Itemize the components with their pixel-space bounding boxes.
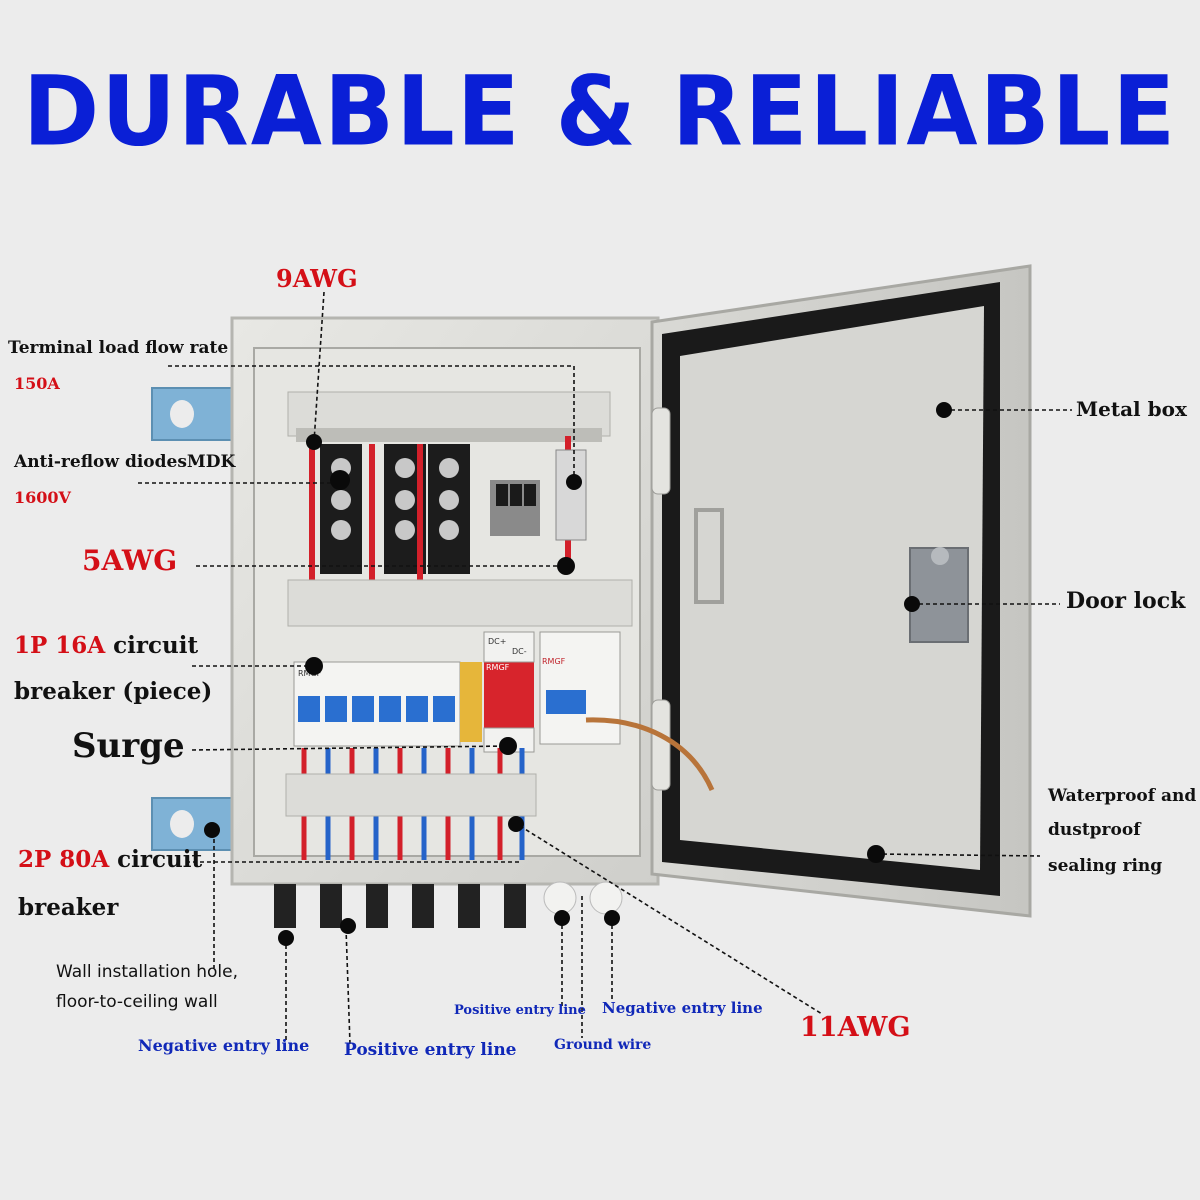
label-terminal-flow-value: 150A [14,374,60,393]
label-positive-entry-right: Positive entry line [454,1003,586,1018]
device-dc-plus: DC+ [488,637,506,646]
label-seal-1: Waterproof and [1048,786,1197,806]
label-2p-breaker-line2: breaker [18,894,119,921]
label-11awg: 11AWG [800,1012,911,1043]
callout-lines [138,291,1072,1045]
label-surge: Surge [72,726,185,766]
label-1p-breaker: 1P 16A circuit [14,632,198,659]
middle-rail-cover [287,579,633,627]
device-brand-3: RMGF [542,657,566,666]
label-2p-breaker-rating: 2P 80A [18,846,110,873]
label-diode-value: 1600V [14,488,71,507]
label-1p-breaker-text: circuit [105,632,199,659]
callout-dots [204,402,952,946]
label-negative-entry-right: Negative entry line [602,999,763,1017]
door-lock [909,547,969,643]
label-terminal-flow: Terminal load flow rate [8,338,229,358]
label-wall-hole-1: Wall installation hole, [56,962,239,982]
label-diode: Anti-reflow diodesMDK [14,452,236,472]
diode-modules [320,444,470,574]
label-5awg: 5AWG [82,544,178,577]
ground-braid [585,717,715,792]
mc4-connectors [274,884,526,928]
enclosure-door [650,264,1032,918]
device-dc-minus: DC- [512,647,527,656]
label-1p-breaker-line2: breaker (piece) [14,678,213,705]
mounting-bracket-bottom [151,797,233,851]
label-2p-breaker: 2P 80A circuit [18,846,202,873]
mounting-bracket-top [151,387,233,441]
label-seal-2: dustproof [1048,820,1141,840]
label-ground-wire: Ground wire [554,1037,652,1053]
label-2p-breaker-text: circuit [109,846,203,873]
label-seal-3: sealing ring [1048,856,1163,876]
label-positive-entry-left: Positive entry line [344,1040,517,1060]
label-door-lock: Door lock [1066,588,1186,614]
page-title: DURABLE & RELIABLE [22,55,1178,168]
label-1p-breaker-rating: 1P 16A [14,632,106,659]
cable-glands [543,881,623,915]
label-negative-entry-left: Negative entry line [138,1036,310,1055]
device-brand-2: RMGF [486,663,510,672]
label-9awg: 9AWG [276,264,358,293]
door-hinges [651,407,671,791]
label-metal-box: Metal box [1076,397,1187,421]
label-wall-hole-2: floor-to-ceiling wall [56,992,218,1012]
breaker-row [293,631,621,753]
lower-rail-cover [285,773,537,817]
terminal-block [490,449,587,541]
